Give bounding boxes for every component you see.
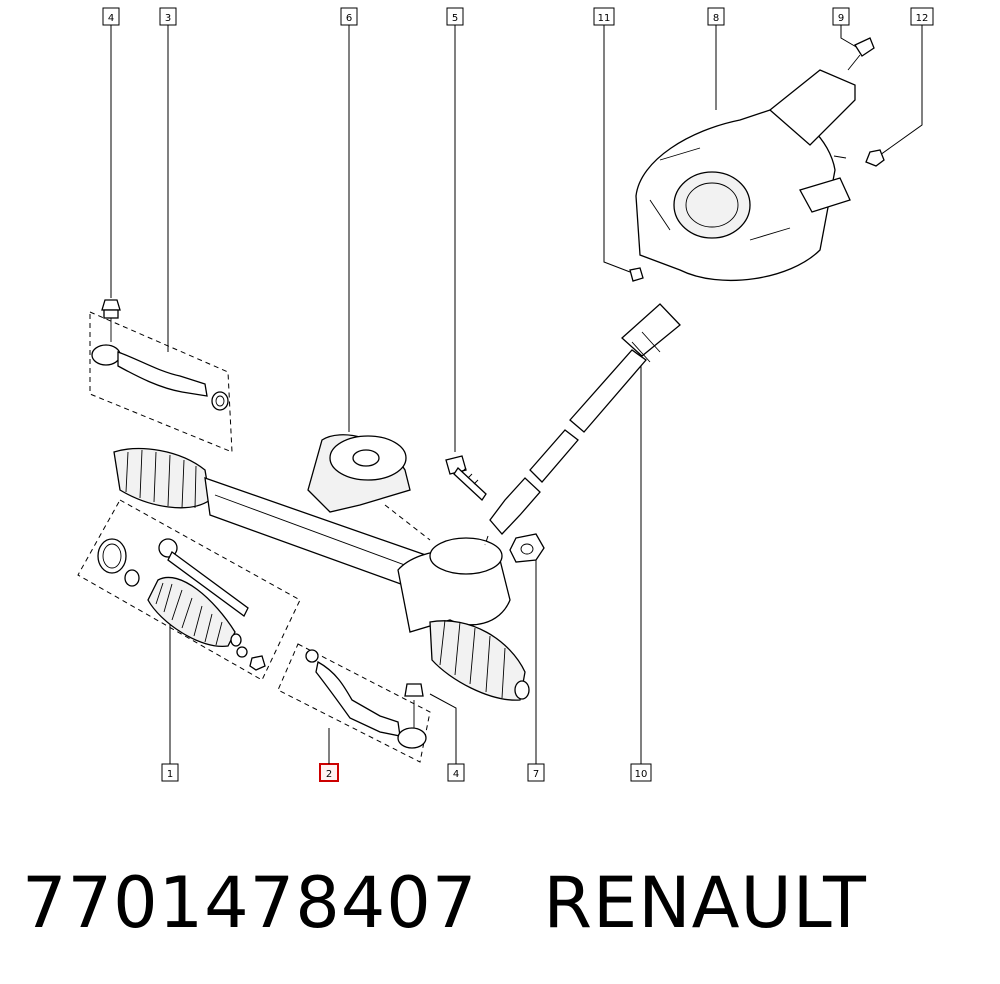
callout-10[interactable]: 10: [630, 763, 652, 782]
callout-6[interactable]: 6: [340, 7, 358, 26]
svg-text:3: 3: [165, 13, 171, 24]
intermediate-shaft: [484, 303, 681, 546]
steering-column: [629, 37, 885, 282]
caption: 7701478407 RENAULT: [22, 858, 982, 948]
callout-3[interactable]: 3: [159, 7, 177, 26]
svg-text:7: 7: [533, 769, 539, 780]
svg-text:8: 8: [713, 13, 719, 24]
svg-text:11: 11: [598, 13, 611, 24]
callout-9[interactable]: 9: [832, 7, 850, 26]
callout-1[interactable]: 1: [161, 763, 179, 782]
callout-8[interactable]: 8: [707, 7, 725, 26]
callout-5[interactable]: 5: [446, 7, 464, 26]
svg-text:10: 10: [635, 769, 648, 780]
part-number: 7701478407: [22, 862, 478, 944]
svg-text:4: 4: [453, 769, 459, 780]
svg-text:6: 6: [346, 13, 352, 24]
svg-text:2: 2: [326, 769, 332, 780]
svg-text:4: 4: [108, 13, 114, 24]
callout-11[interactable]: 11: [593, 7, 615, 26]
nut: [509, 533, 545, 563]
callout-4-top[interactable]: 4: [102, 7, 120, 26]
svg-text:1: 1: [167, 769, 173, 780]
callout-7[interactable]: 7: [527, 763, 545, 782]
tie-rod-end-upper: [89, 299, 233, 453]
callout-4-bottom[interactable]: 4: [447, 763, 465, 782]
callout-2[interactable]: 2: [319, 763, 339, 782]
inner-tie-rod-kit: [77, 499, 301, 681]
brand-name: RENAULT: [543, 862, 867, 944]
dust-cover: [307, 434, 431, 541]
svg-text:9: 9: [838, 13, 844, 24]
tie-rod-end-lower: [277, 643, 431, 763]
callout-12[interactable]: 12: [910, 7, 934, 26]
svg-text:5: 5: [452, 13, 458, 24]
bolt: [445, 455, 487, 501]
svg-text:12: 12: [916, 13, 929, 24]
steering-rack: [113, 447, 530, 701]
steering-parts-diagram: 4 3 6 5 11 8 9 12 1 2: [77, 7, 934, 782]
